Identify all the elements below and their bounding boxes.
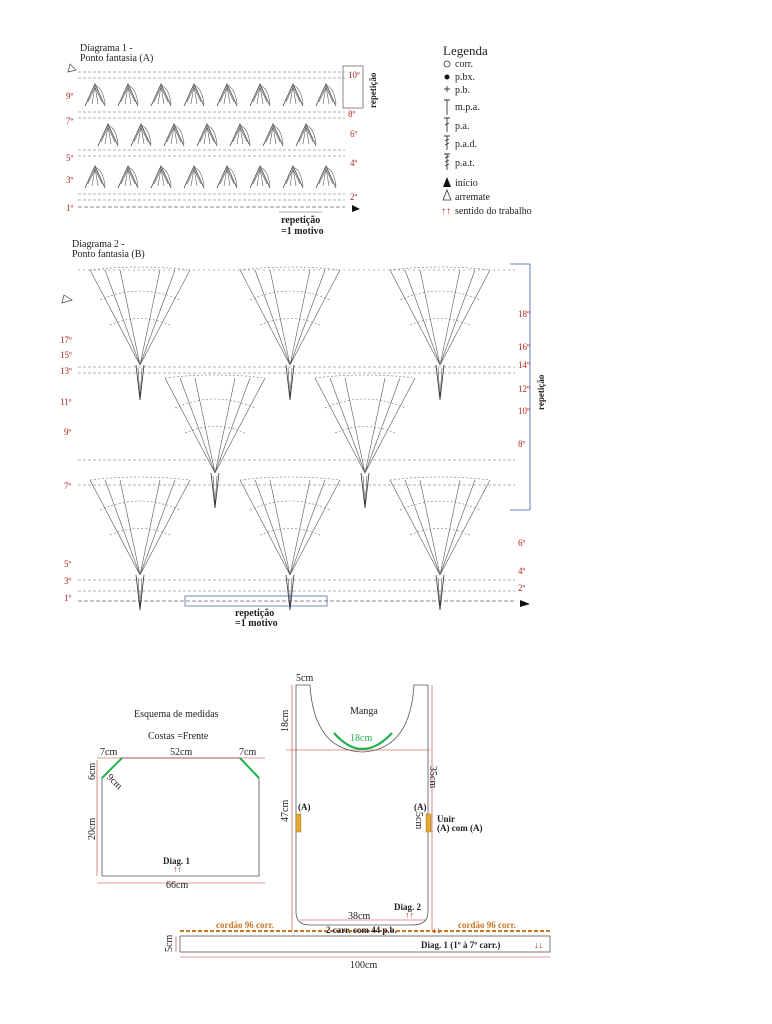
diagram1-row-3: 3º bbox=[66, 175, 74, 185]
diagram2-row-1: 1º bbox=[64, 593, 72, 603]
diagram2-row-11: 11º bbox=[60, 397, 72, 407]
sleeve-join-label: Unir bbox=[437, 814, 455, 824]
diagram2-row-7: 7º bbox=[64, 481, 72, 491]
legend-pb: p.b. bbox=[455, 85, 470, 96]
sleeve-measure-35: 35cm bbox=[427, 766, 438, 789]
sleeve-rows-arrows-icon: ↓↓ bbox=[432, 925, 441, 935]
schema-subtitle: Costas =Frente bbox=[148, 731, 209, 742]
legend-pbx: p.bx. bbox=[455, 72, 475, 83]
diagram1-row-9: 9º bbox=[66, 91, 74, 101]
body-schema bbox=[96, 757, 265, 884]
body-measure-6: 6cm bbox=[87, 762, 98, 780]
schema-title: Esquema de medidas bbox=[134, 709, 219, 720]
legend-direction-icon: ↑↑ bbox=[441, 206, 451, 217]
diagram2-repeat-label: repetição bbox=[235, 608, 275, 619]
diagram2-row-13: 13º bbox=[60, 366, 72, 376]
sleeve-measure-18-green: 18cm bbox=[350, 733, 373, 744]
band-cord-left: cordão 96 corr. bbox=[216, 920, 274, 930]
diagram1-title: Diagrama 1 - bbox=[80, 43, 133, 54]
sleeve-rows-label: 2 carr. com 44 p.b. bbox=[326, 925, 397, 935]
diagram2-row-3: 3º bbox=[64, 576, 72, 586]
band-measure-100: 100cm bbox=[350, 960, 378, 971]
body-diag-label: Diag. 1 bbox=[163, 856, 190, 866]
diagram2-row-15: 15º bbox=[60, 350, 72, 360]
diagram1-subtitle: Ponto fantasia (A) bbox=[80, 53, 154, 64]
sleeve-a-right: (A) bbox=[414, 802, 427, 812]
body-measure-66: 66cm bbox=[166, 880, 189, 891]
diagram2-subtitle: Ponto fantasia (B) bbox=[72, 249, 145, 260]
sleeve-title: Manga bbox=[350, 706, 378, 717]
legend-direction: sentido do trabalho bbox=[455, 206, 532, 217]
legend-pat: p.a.t. bbox=[455, 158, 475, 169]
legend-mpa: m.p.a. bbox=[455, 102, 480, 113]
diagram1-repeat-side: repetição bbox=[368, 72, 378, 108]
sleeve-a-left: (A) bbox=[298, 802, 311, 812]
diagram2-row-5: 5º bbox=[64, 559, 72, 569]
legend-corr: corr. bbox=[455, 59, 474, 70]
diagram2-row-12: 12º bbox=[518, 384, 530, 394]
legend-symbols bbox=[442, 60, 452, 201]
diagram2-row-16: 16º bbox=[518, 342, 530, 352]
diagram2-row-8: 8º bbox=[518, 439, 526, 449]
sleeve-join-detail: (A) com (A) bbox=[437, 823, 483, 833]
legend-inicio: início bbox=[455, 178, 478, 189]
diagram2-repeat-motif: =1 motivo bbox=[235, 618, 278, 629]
legend-pad: p.a.d. bbox=[455, 139, 477, 150]
diagram2-row-4: 4º bbox=[518, 566, 526, 576]
sleeve-diag-label: Diag. 2 bbox=[394, 902, 421, 912]
diagram1-row-6: 6º bbox=[350, 129, 358, 139]
legend-arremate: arremate bbox=[455, 192, 490, 203]
body-arrows-icon: ↑↑ bbox=[173, 864, 182, 874]
sleeve-measure-5-side: 5cm bbox=[413, 812, 424, 830]
band-schema bbox=[175, 930, 551, 958]
diagram2-row-6: 6º bbox=[518, 538, 526, 548]
body-measure-7-left: 7cm bbox=[100, 747, 118, 758]
diagram2-title: Diagrama 2 - bbox=[72, 239, 125, 250]
band-diag-label: Diag. 1 (1º à 7º carr.) bbox=[421, 940, 501, 950]
diagram1-row-1: 1º bbox=[66, 203, 74, 213]
diagram1-row-7: 7º bbox=[66, 116, 74, 126]
sleeve-arrows-icon: ↑↑ bbox=[405, 910, 414, 920]
diagram2-row-10: 10º bbox=[518, 406, 530, 416]
diagram2-chart bbox=[61, 263, 531, 611]
diagram2-repeat-side: repetição bbox=[536, 374, 546, 410]
sleeve-measure-5-top: 5cm bbox=[296, 673, 314, 684]
sleeve-measure-38: 38cm bbox=[348, 911, 371, 922]
band-arrows-icon: ↓↓ bbox=[534, 940, 543, 950]
diagram1-repeat-motif: =1 motivo bbox=[281, 226, 324, 237]
diagram1-row-2: 2º bbox=[350, 192, 358, 202]
sleeve-measure-18: 18cm bbox=[280, 709, 291, 732]
body-measure-52: 52cm bbox=[170, 747, 193, 758]
diagram2-row-9: 9º bbox=[64, 427, 72, 437]
legend-pa: p.a. bbox=[455, 121, 470, 132]
legend-title: Legenda bbox=[443, 43, 488, 58]
diagram1-row-4: 4º bbox=[350, 158, 358, 168]
band-measure-5: 5cm bbox=[164, 934, 175, 952]
diagram1-row-8: 8º bbox=[348, 109, 356, 119]
sleeve-schema bbox=[286, 684, 433, 930]
diagram1-row-10: 10º bbox=[348, 70, 360, 80]
band-cord-right: cordão 96 corr. bbox=[458, 920, 516, 930]
diagram2-row-14: 14º bbox=[518, 360, 530, 370]
diagram1-row-5: 5º bbox=[66, 153, 74, 163]
diagram2-row-17: 17º bbox=[60, 335, 72, 345]
diagram2-row-2: 2º bbox=[518, 583, 526, 593]
diagram1-chart bbox=[67, 63, 364, 213]
body-measure-7-right: 7cm bbox=[239, 747, 257, 758]
diagram1-repeat-label: repetição bbox=[281, 215, 321, 226]
diagram2-row-18: 18º bbox=[518, 309, 530, 319]
body-measure-20: 20cm bbox=[87, 817, 98, 840]
sleeve-measure-47: 47cm bbox=[280, 799, 291, 822]
